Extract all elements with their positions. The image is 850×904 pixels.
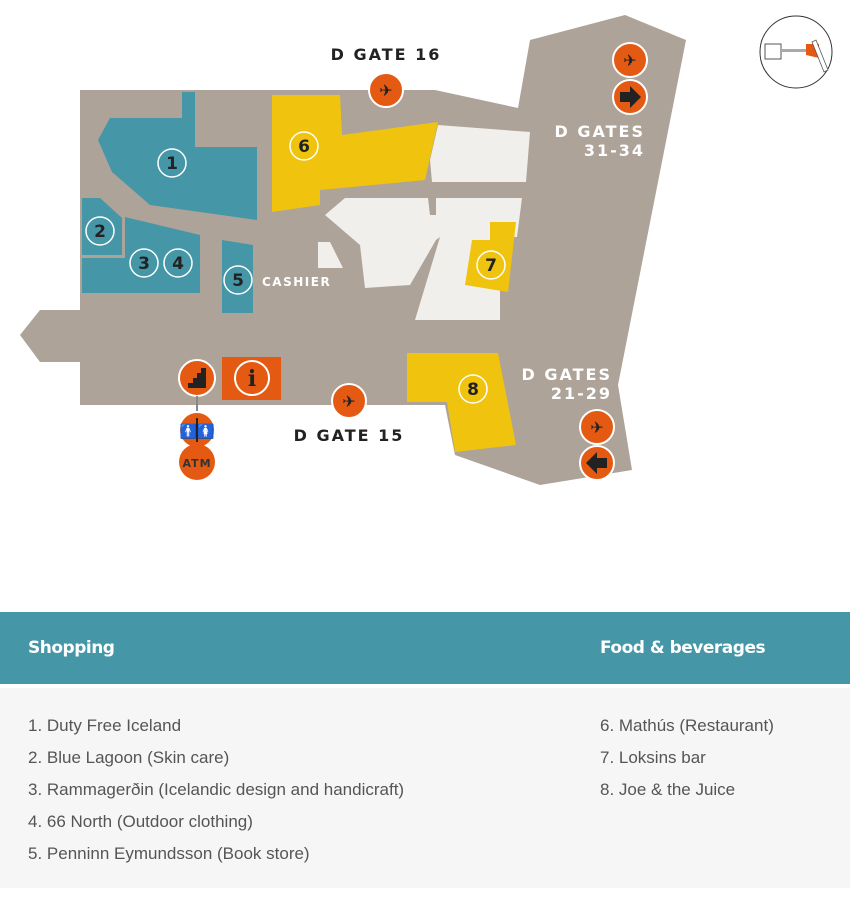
shop-number-5: 5 [232,271,244,291]
info-icon[interactable]: i [222,357,281,400]
food-title: Food & beverages [600,638,766,658]
list-item: 7. Loksins bar [600,748,706,767]
food-7-area[interactable] [465,222,516,292]
svg-text:✈: ✈ [590,418,603,437]
food-8-area[interactable] [407,353,516,452]
departure-icon[interactable]: ✈ [612,42,648,78]
svg-text:i: i [248,366,256,392]
food-number-8: 8 [467,380,479,400]
locator-minimap-icon[interactable] [759,15,833,89]
food-6-area[interactable] [272,95,438,212]
list-item: 6. Mathús (Restaurant) [600,716,774,735]
gates-31-34-range: 31-34 [584,141,645,160]
departure-icon[interactable]: ✈ [579,409,615,445]
departure-icon[interactable]: ✈ [368,72,404,108]
svg-text:✈: ✈ [379,81,392,100]
open-area-small [318,242,343,268]
gate-16-label: D GATE 16 [331,45,442,64]
list-item: 4. 66 North (Outdoor clothing) [28,812,253,831]
svg-text:✈: ✈ [342,392,355,411]
cashier-label: CASHIER [262,275,331,289]
legend-header: Shopping Food & beverages [0,612,850,684]
shop-number-3: 3 [138,254,150,274]
list-item: 5. Penninn Eymundsson (Book store) [28,844,310,863]
list-item: 3. Rammagerðin (Icelandic design and han… [28,780,405,799]
svg-text:✈: ✈ [623,51,636,70]
open-area-center [325,198,522,320]
shop-1-area[interactable] [98,92,257,220]
legend-list: 1. Duty Free Iceland 2. Blue Lagoon (Ski… [0,688,850,888]
food-list: 6. Mathús (Restaurant) 7. Loksins bar 8.… [600,710,774,806]
departure-icon[interactable]: ✈ [331,383,367,419]
shopping-title: Shopping [28,638,115,658]
gate-15-label: D GATE 15 [294,426,405,445]
arrow-right-icon[interactable] [612,79,648,115]
food-number-7: 7 [485,256,497,276]
list-item: 2. Blue Lagoon (Skin care) [28,748,230,767]
shop-number-1: 1 [166,154,178,174]
gates-31-34-label: D GATES [555,122,646,141]
shop-numbers [85,131,506,404]
gates-21-29-range: 21-29 [551,384,612,403]
arrow-left-icon[interactable] [579,445,615,481]
list-item: 1. Duty Free Iceland [28,716,182,735]
atm-icon[interactable]: ATM [179,444,215,480]
svg-text:ATM: ATM [182,457,211,470]
shop-5-area[interactable] [222,240,253,313]
restroom-icon[interactable]: 🚹🚺 [178,411,216,449]
shop-number-2: 2 [94,222,106,242]
gates-21-29-label: D GATES [522,365,613,384]
list-item: 8. Joe & the Juice [600,780,736,799]
stairs-icon[interactable] [178,359,216,397]
shopping-list: 1. Duty Free Iceland 2. Blue Lagoon (Ski… [28,710,404,870]
terminal-map: 1 2 3 4 5 6 7 8 D GATE 16 D GATE 15 D GA… [20,15,833,485]
shop-number-4: 4 [172,254,184,274]
svg-text:🚹🚺: 🚹🚺 [180,423,215,440]
food-number-6: 6 [298,137,310,157]
shop-2-area[interactable] [82,198,122,255]
open-area-top [430,125,530,182]
